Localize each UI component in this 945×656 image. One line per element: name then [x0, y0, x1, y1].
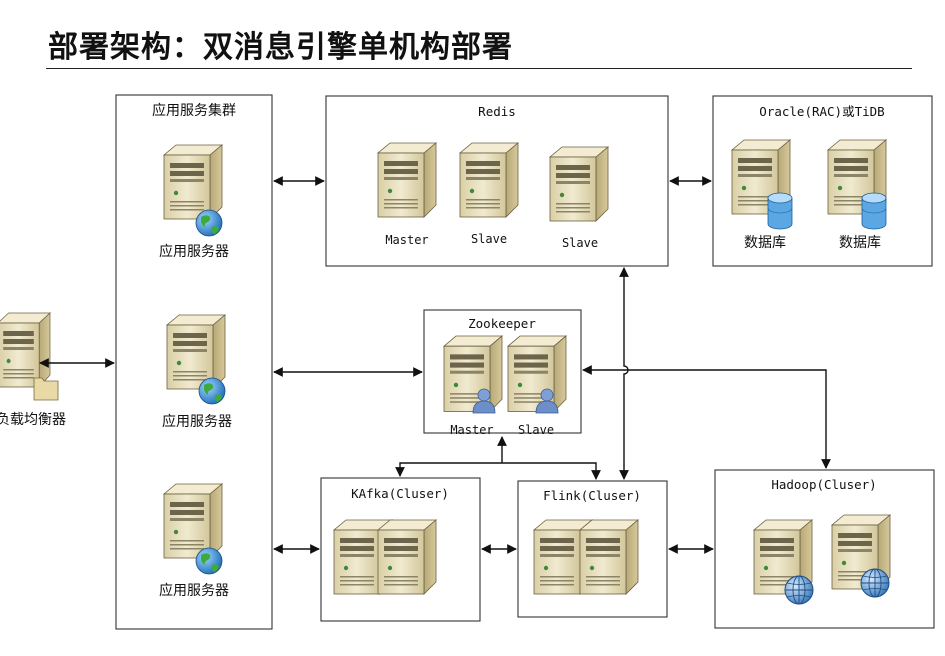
globe-icon	[198, 377, 226, 405]
app-cluster-title: 应用服务集群	[152, 102, 236, 119]
zookeeper-slave-server-icon	[507, 335, 567, 414]
database-label: 数据库	[744, 235, 786, 251]
zookeeper-title: Zookeeper	[468, 316, 536, 331]
zookeeper-hadoop-link	[582, 365, 831, 469]
zookeeper-node-label: Slave	[518, 423, 554, 437]
database-icon	[861, 192, 887, 230]
redis-title: Redis	[478, 104, 516, 119]
redis-master-server-icon	[377, 142, 437, 218]
database-icon	[767, 192, 793, 230]
load-balancer-server-icon	[0, 312, 59, 401]
app-server-label: 应用服务器	[159, 243, 229, 260]
globe-icon	[784, 575, 814, 605]
page-title: 部署架构：双消息引擎单机构部署	[48, 30, 513, 65]
redis-node-label: Slave	[471, 232, 507, 246]
load-balancer-label: 负载均衡器	[0, 412, 66, 428]
hadoop-server-icon	[831, 514, 891, 598]
zookeeper-master-server-icon	[443, 335, 503, 414]
globe-icon	[860, 568, 890, 598]
redis-slave-server-icon	[459, 142, 519, 218]
folder-icon	[33, 377, 59, 401]
flink-title: Flink(Cluser)	[543, 488, 641, 503]
app-server-label: 应用服务器	[159, 582, 229, 599]
globe-icon	[195, 209, 223, 237]
flink-server-icon	[579, 519, 639, 595]
redis-flink-link	[619, 267, 629, 480]
redis-slave-server-icon	[549, 146, 609, 222]
redis-node-label: Master	[385, 233, 428, 247]
zookeeper-node-label: Master	[450, 423, 493, 437]
hadoop-box	[714, 469, 935, 629]
app-server-label: 应用服务器	[162, 413, 232, 430]
database-title: Oracle(RAC)或TiDB	[759, 104, 884, 119]
kafka-title: KAfka(Cluser)	[351, 486, 449, 501]
kafka-server-icon	[377, 519, 437, 595]
zookeeper-kafka-flink-link	[395, 462, 601, 480]
redis-node-label: Slave	[562, 236, 598, 250]
hadoop-title: Hadoop(Cluser)	[771, 477, 876, 492]
title-divider	[46, 68, 912, 69]
globe-icon	[195, 547, 223, 575]
database-label: 数据库	[839, 235, 881, 251]
hadoop-server-icon	[753, 519, 814, 605]
